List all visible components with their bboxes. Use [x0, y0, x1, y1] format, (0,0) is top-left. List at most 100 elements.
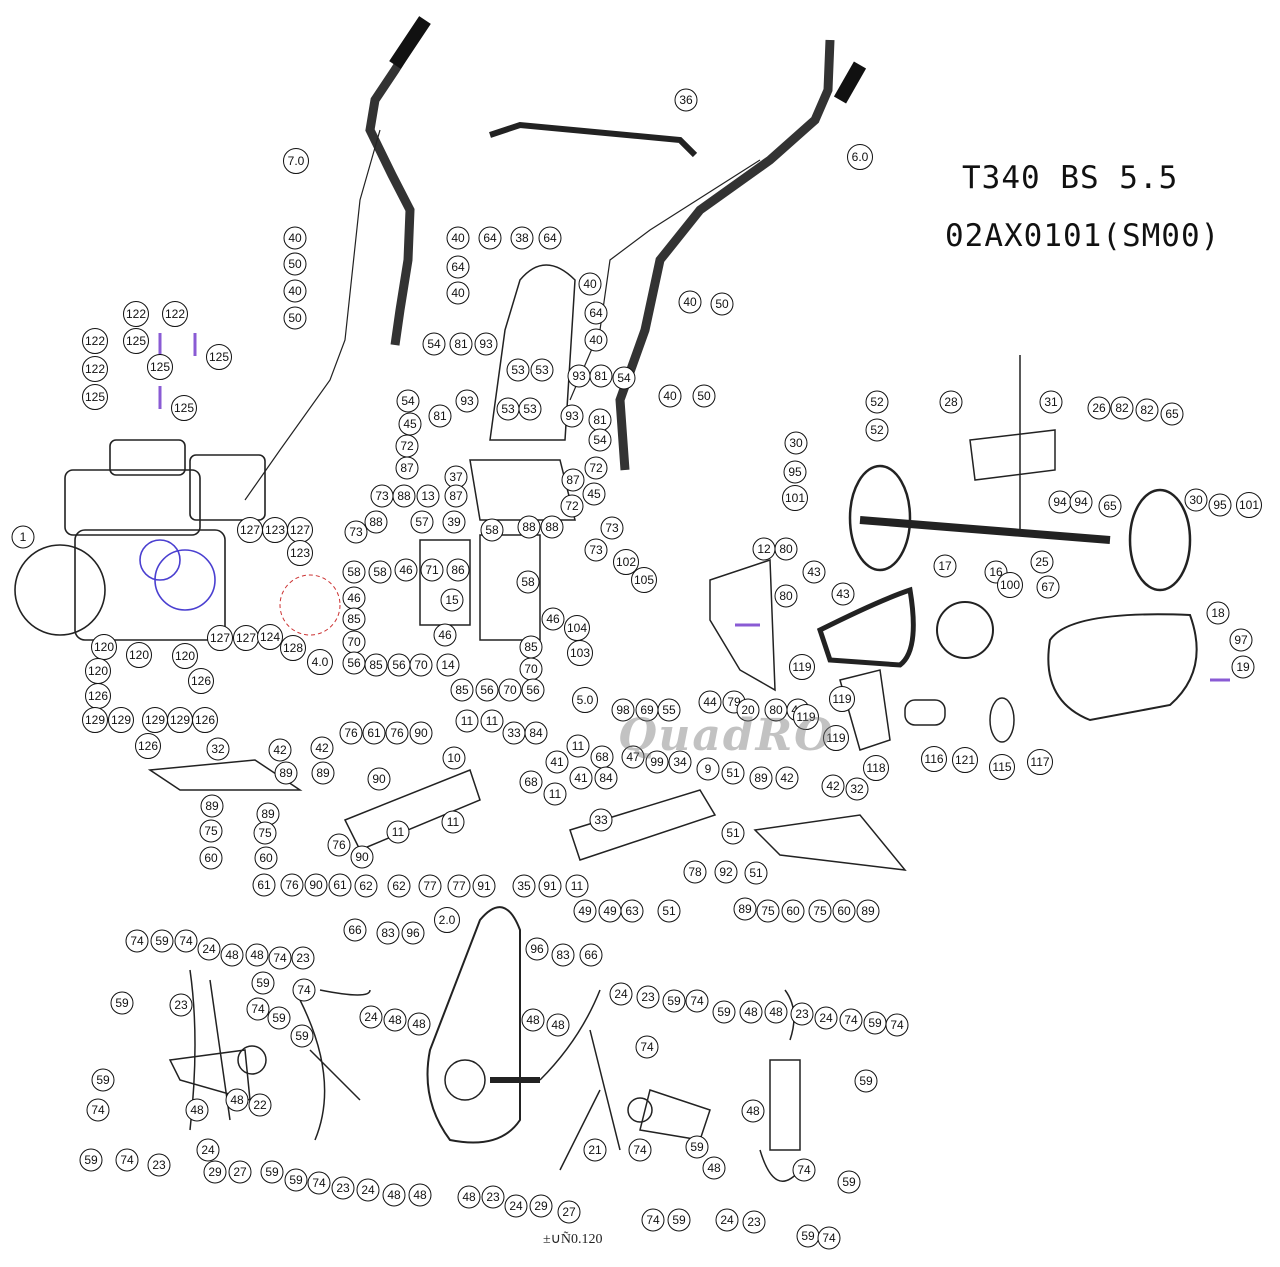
part-callout: 63	[620, 899, 644, 923]
callout-circle	[199, 846, 223, 870]
callout-circle	[395, 456, 419, 480]
callout-circle	[108, 707, 134, 733]
callout-number: 11	[549, 787, 562, 801]
part-callout: 129	[167, 707, 193, 733]
part-callout: 87	[395, 456, 419, 480]
callout-circle	[721, 821, 745, 845]
part-callout: 128	[280, 635, 306, 661]
callout-number: 64	[483, 231, 497, 245]
callout-number: 123	[290, 546, 310, 560]
callout-circle	[339, 721, 363, 745]
part-callout: 45	[398, 412, 422, 436]
callout-circle	[517, 515, 541, 539]
callout-number: 122	[85, 334, 105, 348]
part-callout: 120	[91, 634, 117, 660]
callout-circle	[367, 767, 391, 791]
callout-number: 87	[566, 473, 580, 487]
callout-number: 74	[297, 983, 311, 997]
callout-circle	[284, 1168, 308, 1192]
callout-number: 23	[641, 990, 655, 1004]
callout-circle	[228, 1160, 252, 1184]
callout-number: 40	[683, 295, 697, 309]
callout-circle	[856, 899, 880, 923]
part-callout: 70	[409, 653, 433, 677]
callout-number: 123	[265, 523, 285, 537]
callout-circle	[749, 766, 773, 790]
callout-circle	[115, 1148, 139, 1172]
callout-number: 42	[780, 771, 794, 785]
callout-number: 55	[662, 703, 676, 717]
callout-number: 93	[460, 394, 474, 408]
part-callout: 48	[764, 1000, 788, 1024]
callout-number: 41	[550, 755, 564, 769]
callout-circle	[252, 873, 276, 897]
part-callout: 23	[291, 946, 315, 970]
part-callout: 127	[233, 625, 259, 651]
callout-number: 54	[401, 394, 415, 408]
callout-number: 119	[792, 660, 811, 674]
part-callout: 24	[197, 937, 221, 961]
callout-circle	[328, 873, 352, 897]
callout-circle	[292, 978, 316, 1002]
callout-circle	[504, 1194, 528, 1218]
callout-circle	[82, 707, 108, 733]
part-callout: 60	[254, 846, 278, 870]
callout-circle	[82, 328, 108, 354]
callout-circle	[589, 808, 613, 832]
part-callout: 40	[678, 290, 702, 314]
part-callout: 125	[147, 354, 173, 380]
part-callout: 9	[696, 757, 720, 781]
callout-number: 18	[1211, 606, 1225, 620]
callout-circle	[394, 558, 418, 582]
callout-circle	[540, 515, 564, 539]
part-callout: 53	[530, 358, 554, 382]
callout-number: 89	[754, 771, 768, 785]
part-callout: 33	[502, 721, 526, 745]
part-callout: 40	[578, 272, 602, 296]
callout-circle	[636, 985, 660, 1009]
callout-circle	[480, 518, 504, 542]
part-callout: 89	[749, 766, 773, 790]
skid-right	[753, 814, 907, 871]
callout-number: 80	[779, 589, 793, 603]
callout-circle	[409, 653, 433, 677]
part-callout: 62	[387, 874, 411, 898]
callout-circle	[600, 516, 624, 540]
callout-circle	[1027, 749, 1053, 775]
part-callout: 126	[135, 733, 161, 759]
callout-circle	[739, 1000, 763, 1024]
part-callout: 54	[612, 366, 636, 390]
part-callout: 23	[790, 1002, 814, 1026]
callout-number: 13	[421, 489, 435, 503]
part-callout: 59	[91, 1068, 115, 1092]
part-callout: 4.0	[307, 649, 333, 675]
callout-number: 76	[332, 838, 346, 852]
callout-number: 75	[813, 904, 827, 918]
callout-number: 85	[347, 612, 361, 626]
callout-circle	[793, 704, 819, 730]
callout-circle	[512, 874, 536, 898]
callout-circle	[200, 794, 224, 818]
part-callout: 60	[199, 846, 223, 870]
callout-circle	[441, 810, 465, 834]
callout-number: 48	[413, 1188, 427, 1202]
callout-number: 92	[719, 865, 733, 879]
callout-number: 48	[707, 1161, 721, 1175]
callout-circle	[1231, 655, 1255, 679]
part-callout: 88	[392, 484, 416, 508]
callout-number: 39	[447, 515, 461, 529]
part-callout: 48	[407, 1012, 431, 1036]
callout-circle	[82, 384, 108, 410]
callout-number: 38	[515, 231, 529, 245]
callout-number: 94	[1074, 495, 1088, 509]
callout-number: 73	[349, 525, 363, 539]
part-callout: 70	[498, 678, 522, 702]
part-callout: 116	[921, 746, 947, 772]
callout-number: 74	[690, 994, 704, 1008]
part-callout: 125	[82, 384, 108, 410]
part-callout: 89	[256, 802, 280, 826]
callout-number: 11	[447, 815, 460, 829]
right-grip	[833, 61, 867, 104]
callout-number: 125	[150, 360, 170, 374]
callout-number: 64	[451, 260, 465, 274]
